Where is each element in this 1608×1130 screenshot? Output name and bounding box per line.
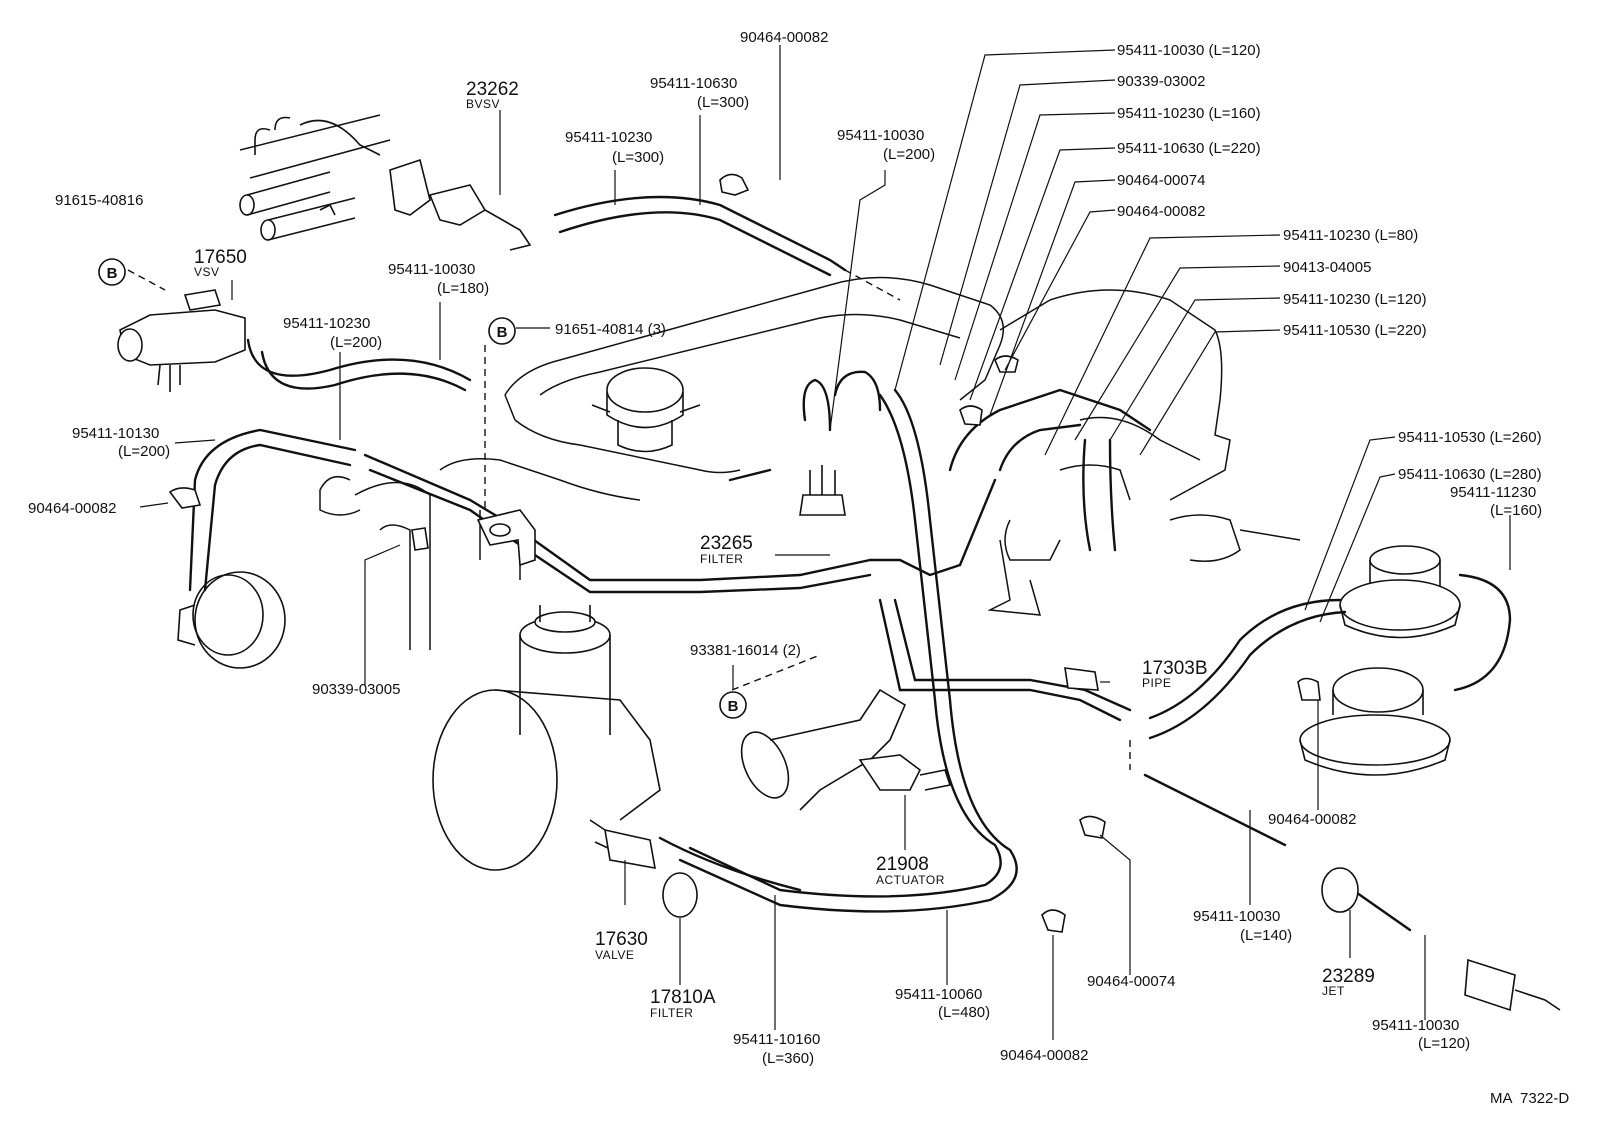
part-number-label: 95411-10130 bbox=[72, 425, 159, 442]
part-number-label: 17630 bbox=[595, 929, 648, 950]
part-number-label: 90464-00082 bbox=[740, 29, 828, 46]
vacuum-diaphragm-left bbox=[194, 571, 286, 669]
part-number-label: 95411-10030 (L=120) bbox=[1117, 42, 1261, 59]
hose-length-label: (L=200) bbox=[118, 443, 170, 460]
part-number-label: 95411-10230 (L=80) bbox=[1283, 227, 1418, 244]
part-number-label: 90339-03005 bbox=[312, 681, 400, 698]
diagram-code: MA 7322-D bbox=[1490, 1090, 1569, 1107]
oil-cap bbox=[606, 367, 684, 413]
engine-outline bbox=[177, 114, 1461, 871]
part-number-label: 95411-10230 (L=120) bbox=[1283, 291, 1427, 308]
hose-length-label: (L=200) bbox=[330, 334, 382, 351]
pipe-17303b bbox=[1064, 667, 1099, 691]
part-name-label: BVSV bbox=[466, 97, 500, 111]
hose-length-label: (L=300) bbox=[697, 94, 749, 111]
part-number-label: 95411-10030 bbox=[837, 127, 924, 144]
hose-clip bbox=[994, 355, 1019, 373]
part-number-label: 23262 bbox=[466, 79, 519, 100]
part-name-label: FILTER bbox=[700, 552, 743, 566]
part-name-label: FILTER bbox=[650, 1006, 693, 1020]
part-number-label: 95411-10030 bbox=[1193, 908, 1280, 925]
marker-letter: B bbox=[107, 265, 118, 282]
part-name-label: PIPE bbox=[1142, 676, 1171, 690]
part-number-label: 17650 bbox=[194, 247, 247, 268]
part-number-label: 91615-40816 bbox=[55, 192, 143, 209]
part-number-label: 90464-00082 bbox=[1117, 203, 1205, 220]
part-number-label: 95411-10230 bbox=[283, 315, 370, 332]
part-number-label: 23265 bbox=[700, 533, 753, 554]
part-labels: 90464-00082 23262 BVSV 95411-10630 (L=30… bbox=[28, 29, 1569, 1107]
part-number-label: 23289 bbox=[1322, 966, 1375, 987]
part-number-label: 95411-10630 (L=220) bbox=[1117, 140, 1261, 157]
part-number-label: 95411-10530 (L=260) bbox=[1398, 429, 1542, 446]
part-number-label: 95411-10030 bbox=[388, 261, 475, 278]
small-parts bbox=[117, 173, 1561, 1012]
part-number-label: 90464-00074 bbox=[1117, 172, 1205, 189]
jet-23289 bbox=[1321, 867, 1359, 913]
part-name-label: VALVE bbox=[595, 948, 634, 962]
hose-length-label: (L=160) bbox=[1490, 502, 1542, 519]
hose-clip bbox=[1079, 815, 1106, 839]
hose-length-label: (L=120) bbox=[1418, 1035, 1470, 1052]
part-number-label: 17303B bbox=[1142, 658, 1208, 679]
hose-clip bbox=[168, 487, 202, 509]
leader-lines bbox=[139, 45, 1511, 1040]
hose-length-label: (L=200) bbox=[883, 146, 935, 163]
hose-clip bbox=[1041, 909, 1066, 933]
part-number-label: 95411-10230 bbox=[565, 129, 652, 146]
actuator-body bbox=[740, 731, 790, 799]
filter-23265 bbox=[799, 494, 846, 516]
part-number-label: 90413-04005 bbox=[1283, 259, 1371, 276]
part-name-label: ACTUATOR bbox=[876, 873, 945, 887]
part-number-label: 90464-00082 bbox=[28, 500, 116, 517]
part-number-label: 95411-10030 bbox=[1372, 1017, 1459, 1034]
part-number-label: 93381-16014 (2) bbox=[690, 642, 801, 659]
circle-b-marker: B bbox=[488, 317, 516, 345]
part-name-label: JET bbox=[1322, 984, 1345, 998]
vacuum-hoses bbox=[127, 195, 1512, 932]
vacuum-valve-right bbox=[1464, 958, 1516, 1012]
part-number-label: 90339-03002 bbox=[1117, 73, 1205, 90]
part-number-label: 91651-40814 (3) bbox=[555, 321, 666, 338]
part-number-label: 95411-10530 (L=220) bbox=[1283, 322, 1427, 339]
part-number-label: 95411-10230 (L=160) bbox=[1117, 105, 1261, 122]
hose-clip bbox=[1297, 677, 1321, 701]
part-number-label: 95411-11230 bbox=[1450, 484, 1536, 501]
marker-letter: B bbox=[497, 324, 508, 341]
part-number-label: 95411-10060 bbox=[895, 986, 982, 1003]
part-number-label: 95411-10160 bbox=[733, 1031, 820, 1048]
part-number-label: 17810A bbox=[650, 987, 716, 1008]
hose-length-label: (L=480) bbox=[938, 1004, 990, 1021]
part-number-label: 90464-00074 bbox=[1087, 973, 1175, 990]
hose-length-label: (L=300) bbox=[612, 149, 664, 166]
hose-length-label: (L=180) bbox=[437, 280, 489, 297]
part-number-label: 21908 bbox=[876, 854, 929, 875]
valve-17630 bbox=[604, 828, 656, 869]
hose-clip bbox=[959, 405, 983, 426]
hose-length-label: (L=360) bbox=[762, 1050, 814, 1067]
part-number-label: 95411-10630 bbox=[650, 75, 737, 92]
brake-booster bbox=[432, 689, 558, 871]
filter-17810a bbox=[662, 872, 698, 918]
part-number-label: 95411-10630 (L=280) bbox=[1398, 466, 1542, 483]
hose-length-label: (L=140) bbox=[1240, 927, 1292, 944]
circle-b-marker: B bbox=[719, 691, 747, 719]
part-number-label: 90464-00082 bbox=[1268, 811, 1356, 828]
part-number-label: 90464-00082 bbox=[1000, 1047, 1088, 1064]
circle-b-marker: B bbox=[98, 258, 126, 286]
hose-clip bbox=[719, 173, 750, 196]
part-name-label: VSV bbox=[194, 265, 220, 279]
marker-letter: B bbox=[728, 698, 739, 715]
